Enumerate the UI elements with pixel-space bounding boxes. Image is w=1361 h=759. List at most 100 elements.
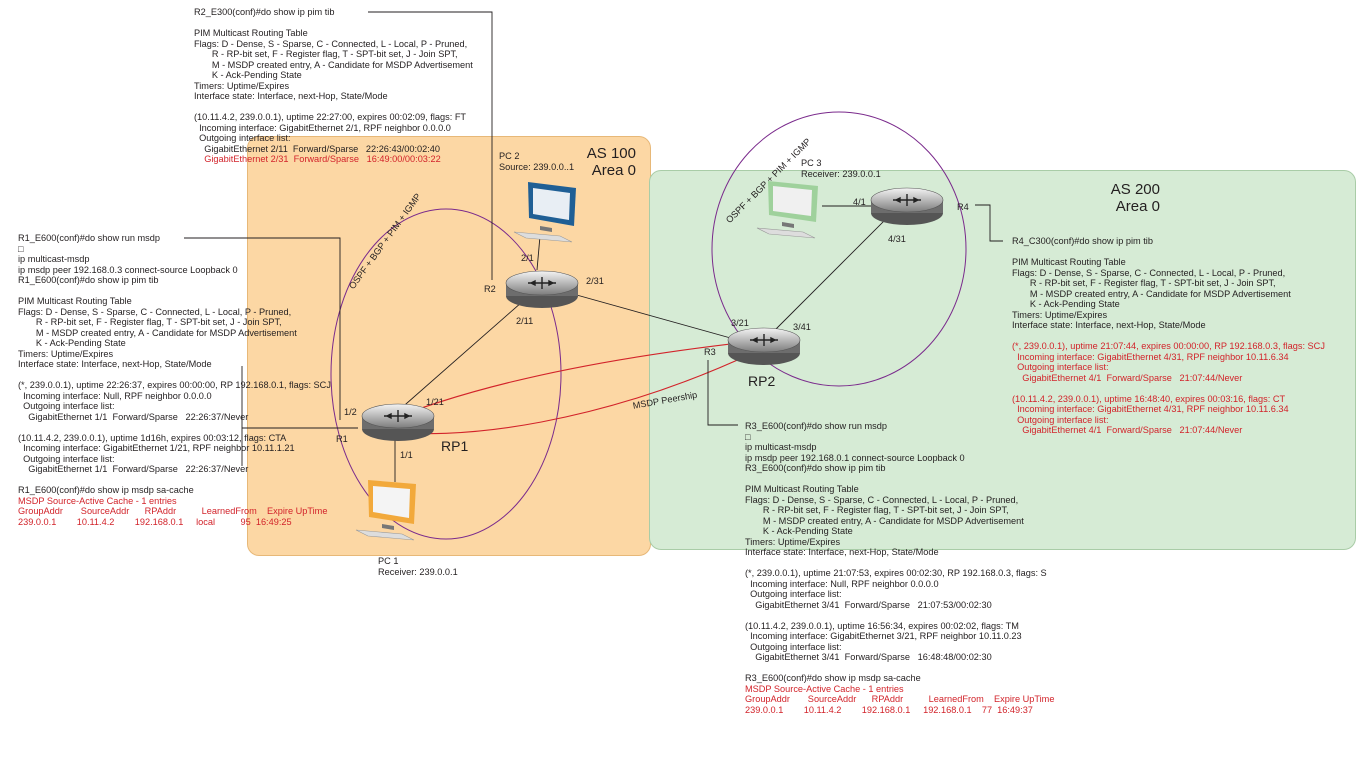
cli-line: GigabitEthernet 1/1 Forward/Sparse 22:26… bbox=[18, 464, 249, 474]
pc3-monitor-icon bbox=[756, 181, 818, 239]
cli-line bbox=[18, 370, 331, 381]
cli-line: GigabitEthernet 4/1 Forward/Sparse 21:07… bbox=[1012, 425, 1243, 435]
cli-line: Incoming interface: GigabitEthernet 4/31… bbox=[1012, 404, 1289, 414]
router-r4-icon bbox=[870, 187, 944, 225]
cli-line: R3_E600(conf)#do show ip pim tib bbox=[745, 463, 886, 473]
cli-line bbox=[18, 286, 331, 297]
cli-line bbox=[745, 474, 1054, 485]
r1-port-1-21: 1/21 bbox=[426, 397, 444, 407]
pc2-name: PC 2 bbox=[499, 151, 520, 161]
cli-line bbox=[1012, 383, 1325, 394]
cli-line: Outgoing interface list: bbox=[18, 453, 115, 464]
cli-line: Outgoing interface list: bbox=[745, 589, 842, 599]
cli-line: (10.11.4.2, 239.0.0.1), uptime 16:48:40,… bbox=[1012, 393, 1286, 404]
cli-line bbox=[194, 102, 473, 113]
pc3-role: Receiver: 239.0.0.1 bbox=[801, 169, 881, 179]
pc1-name: PC 1 bbox=[378, 556, 399, 566]
cli-line: R3_E600(conf)#do show run msdp bbox=[745, 421, 887, 431]
cli-line bbox=[745, 663, 1054, 674]
router-r4-label: R4 bbox=[957, 202, 969, 212]
cli-line: Outgoing interface list: bbox=[194, 133, 291, 143]
router-r2-label: R2 bbox=[484, 284, 496, 294]
cli-line: M - MSDP created entry, A - Candidate fo… bbox=[1012, 288, 1291, 299]
as100-area0-zone bbox=[247, 136, 651, 556]
r2-port-2-1: 2/1 bbox=[521, 253, 534, 263]
cli-line bbox=[1012, 247, 1325, 258]
r4-port-4-31: 4/31 bbox=[888, 234, 906, 244]
router-r2-icon bbox=[505, 270, 579, 308]
cli-line: (*, 239.0.0.1), uptime 22:26:37, expires… bbox=[18, 380, 331, 390]
as200-area-label: Area 0 bbox=[1115, 198, 1160, 215]
as200-label: AS 200 bbox=[1110, 181, 1160, 198]
cli-line: Incoming interface: GigabitEthernet 3/21… bbox=[745, 631, 1022, 641]
cli-line: Timers: Uptime/Expires bbox=[1012, 309, 1108, 320]
cli-line: GigabitEthernet 4/1 Forward/Sparse 21:07… bbox=[1012, 372, 1243, 383]
cli-line: PIM Multicast Routing Table bbox=[1012, 257, 1126, 267]
pc1-role: Receiver: 239.0.0.1 bbox=[378, 567, 458, 577]
cli-line: ip msdp peer 192.168.0.1 connect-source … bbox=[745, 452, 965, 463]
cli-line: (*, 239.0.0.1), uptime 21:07:44, expires… bbox=[1012, 341, 1325, 351]
cli-line: GigabitEthernet 1/1 Forward/Sparse 22:26… bbox=[18, 411, 249, 422]
link-r3-r4 bbox=[767, 209, 896, 338]
cli-line: GigabitEthernet 2/31 Forward/Sparse 16:4… bbox=[194, 154, 441, 164]
link-r2-r3 bbox=[547, 286, 753, 345]
cli-line: PIM Multicast Routing Table bbox=[194, 28, 308, 38]
cli-line: □ bbox=[745, 431, 751, 442]
cli-line: ip multicast-msdp bbox=[18, 254, 90, 264]
cli-line: PIM Multicast Routing Table bbox=[745, 484, 859, 494]
cli-line: Incoming interface: GigabitEthernet 1/21… bbox=[18, 443, 295, 453]
cli-line: MSDP Source-Active Cache - 1 entries bbox=[18, 495, 177, 506]
cli-line: R - RP-bit set, F - Register flag, T - S… bbox=[18, 317, 282, 327]
cli-line: (10.11.4.2, 239.0.0.1), uptime 16:56:34,… bbox=[745, 620, 1019, 631]
cli-line bbox=[1012, 331, 1325, 342]
pc2-monitor-icon bbox=[513, 182, 576, 243]
cli-line: (10.11.4.2, 239.0.0.1), uptime 22:27:00,… bbox=[194, 112, 467, 122]
cli-line: Flags: D - Dense, S - Sparse, C - Connec… bbox=[18, 306, 292, 317]
cli-line: (*, 239.0.0.1), uptime 21:07:53, expires… bbox=[745, 568, 1047, 578]
cli-line: R - RP-bit set, F - Register flag, T - S… bbox=[194, 49, 458, 59]
cli-line: (10.11.4.2, 239.0.0.1), uptime 1d16h, ex… bbox=[18, 432, 287, 443]
as100-label: AS 100 bbox=[586, 145, 636, 162]
pc1-monitor-icon bbox=[355, 480, 416, 541]
cli-line: R4_C300(conf)#do show ip pim tib bbox=[1012, 236, 1153, 246]
router-r3-icon bbox=[727, 327, 801, 365]
as100-area-label: Area 0 bbox=[591, 162, 636, 179]
cli-line: Incoming interface: GigabitEthernet 2/1,… bbox=[194, 122, 451, 133]
cli-line: R1_E600(conf)#do show ip pim tib bbox=[18, 275, 159, 285]
cli-line: Flags: D - Dense, S - Sparse, C - Connec… bbox=[194, 38, 468, 49]
cli-line bbox=[18, 422, 331, 433]
cli-line: Outgoing interface list: bbox=[745, 641, 842, 652]
r1-port-1-1: 1/1 bbox=[400, 450, 413, 460]
r3-cli-output: R3_E600(conf)#do show run msdp□ip multic… bbox=[745, 421, 1054, 715]
callout-r3 bbox=[707, 360, 738, 426]
cli-line: Flags: D - Dense, S - Sparse, C - Connec… bbox=[745, 494, 1019, 505]
r3-port-3-21: 3/21 bbox=[731, 318, 749, 328]
link-r2-pc2 bbox=[536, 235, 541, 271]
cli-line: Incoming interface: GigabitEthernet 4/31… bbox=[1012, 351, 1289, 362]
pc2-role: Source: 239.0.0..1 bbox=[499, 162, 575, 172]
cli-line: PIM Multicast Routing Table bbox=[18, 296, 132, 306]
cli-line: Interface state: Interface, next-Hop, St… bbox=[1012, 320, 1206, 330]
r4-port-4-1: 4/1 bbox=[853, 197, 866, 207]
cli-line: GroupAddr SourceAddr RPAddr LearnedFrom … bbox=[745, 694, 1055, 704]
as100-title: AS 100 Area 0 bbox=[560, 145, 636, 179]
cli-line: R2_E300(conf)#do show ip pim tib bbox=[194, 7, 335, 17]
cli-line: 239.0.0.1 10.11.4.2 192.168.0.1 192.168.… bbox=[745, 704, 1033, 715]
cli-line: GroupAddr SourceAddr RPAddr LearnedFrom … bbox=[18, 506, 328, 516]
pc3-name: PC 3 bbox=[801, 158, 822, 168]
cli-line: Interface state: Interface, next-Hop, St… bbox=[18, 359, 212, 369]
cli-line: K - Ack-Pending State bbox=[1012, 299, 1120, 309]
cli-line: 239.0.0.1 10.11.4.2 192.168.0.1 local 95… bbox=[18, 516, 292, 527]
cli-line: ip multicast-msdp bbox=[745, 442, 817, 452]
router-r1-label: R1 bbox=[336, 434, 348, 444]
cli-line: GigabitEthernet 2/11 Forward/Sparse 22:2… bbox=[194, 143, 441, 154]
cli-line: M - MSDP created entry, A - Candidate fo… bbox=[194, 59, 473, 70]
rp1-label: RP1 bbox=[441, 438, 469, 454]
cli-line: MSDP Source-Active Cache - 1 entries bbox=[745, 683, 904, 694]
cli-line: Interface state: Interface, next-Hop, St… bbox=[745, 547, 939, 557]
cli-line: M - MSDP created entry, A - Candidate fo… bbox=[745, 515, 1024, 526]
cli-line: K - Ack-Pending State bbox=[18, 338, 126, 348]
